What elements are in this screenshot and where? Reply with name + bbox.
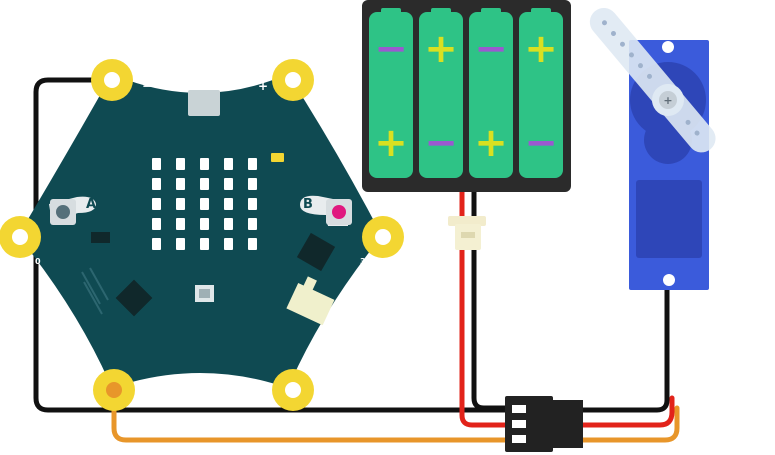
led-matrix-cell: [248, 198, 257, 210]
led-matrix-cell: [152, 198, 161, 210]
battery-cell-terminal: [531, 8, 551, 14]
red-wire-battery-to-connector: [459, 187, 508, 428]
led-matrix-cell: [152, 158, 161, 170]
led-matrix-cell: [176, 238, 185, 250]
servo-motor: +: [589, 7, 716, 290]
button-a-label: A: [86, 197, 96, 212]
battery-plus-sign: +: [374, 120, 408, 166]
led-matrix-cell: [200, 198, 209, 210]
pad-plus-label: +: [258, 79, 268, 93]
pad-2-label: 2: [260, 383, 266, 392]
battery-cell-terminal: [481, 8, 501, 14]
calliope-board: − + 0 3 1 2 A: [0, 59, 404, 411]
led-matrix-cell: [152, 178, 161, 190]
led-matrix-cell: [200, 218, 209, 230]
led-matrix-cell: [248, 178, 257, 190]
led-matrix-cell: [152, 238, 161, 250]
rgb-led-inner: [199, 289, 210, 298]
led-matrix-cell: [248, 158, 257, 170]
battery-plus-sign: +: [474, 120, 508, 166]
battery-cells: −++−−++−: [369, 8, 563, 178]
battery-minus-sign: −: [524, 120, 558, 166]
battery-pack: −++−−++−: [362, 0, 571, 192]
antenna-trace: [81, 267, 109, 315]
servo-horn: [589, 7, 716, 153]
led-matrix-cell: [176, 198, 185, 210]
motion-sensor-chip: [296, 232, 336, 272]
orange-wire-servo: [577, 405, 680, 443]
speaker-connector: [286, 276, 335, 326]
battery-plug: [448, 216, 486, 250]
battery-case: [362, 0, 571, 192]
led-matrix-cell: [248, 218, 257, 230]
battery-minus-sign: −: [474, 26, 508, 72]
led-matrix-cell: [176, 218, 185, 230]
led-matrix: [152, 158, 257, 250]
led-matrix-cell: [176, 158, 185, 170]
button-b-label: B: [303, 197, 313, 212]
battery-plus-sign: +: [424, 26, 458, 72]
battery-minus-sign: −: [374, 26, 408, 72]
led-matrix-cell: [224, 178, 233, 190]
servo-screw-mark: +: [663, 94, 672, 107]
pad-plus[interactable]: [272, 59, 314, 101]
black-wire-servo: [577, 285, 670, 413]
led-matrix-cell: [224, 218, 233, 230]
battery-cell-terminal: [381, 8, 401, 14]
orange-wire-pin1-to-connector: [111, 387, 508, 443]
battery-plus-sign: +: [524, 26, 558, 72]
led-matrix-cell: [200, 238, 209, 250]
pad-1[interactable]: [93, 369, 135, 411]
pad-3[interactable]: [362, 216, 404, 258]
led-matrix-cell: [224, 238, 233, 250]
led-matrix-cell: [176, 178, 185, 190]
pad-1-label: 1: [139, 383, 145, 392]
servo-screw: [659, 91, 677, 109]
battery-minus-sign: −: [424, 120, 458, 166]
led-matrix-cell: [224, 158, 233, 170]
battery-cell: [469, 12, 513, 178]
status-led: [271, 153, 284, 162]
red-wire-servo: [577, 395, 675, 428]
servo-label-panel: [636, 180, 702, 258]
battery-cell: [519, 12, 563, 178]
servo-connector: [505, 396, 583, 452]
led-matrix-cell: [200, 178, 209, 190]
battery-cell: [419, 12, 463, 178]
led-matrix-cell: [200, 158, 209, 170]
button-a[interactable]: A: [49, 196, 96, 225]
chip-small: [91, 232, 110, 243]
board-body: [18, 74, 382, 388]
pad-2[interactable]: [272, 369, 314, 411]
light-sensor: [188, 90, 220, 116]
battery-cell: [369, 12, 413, 178]
pad-minus-label: −: [142, 79, 152, 93]
black-wire-battery-to-connector: [471, 187, 508, 411]
led-matrix-cell: [152, 218, 161, 230]
processor-chip: [115, 279, 153, 317]
pad-0-label: 0: [35, 257, 41, 266]
button-b[interactable]: B: [300, 195, 352, 226]
pad-0[interactable]: [0, 216, 41, 258]
battery-cell-terminal: [431, 8, 451, 14]
pad-3-label: 3: [360, 257, 366, 266]
led-matrix-cell: [224, 198, 233, 210]
pad-minus[interactable]: [91, 59, 133, 101]
led-matrix-cell: [248, 238, 257, 250]
